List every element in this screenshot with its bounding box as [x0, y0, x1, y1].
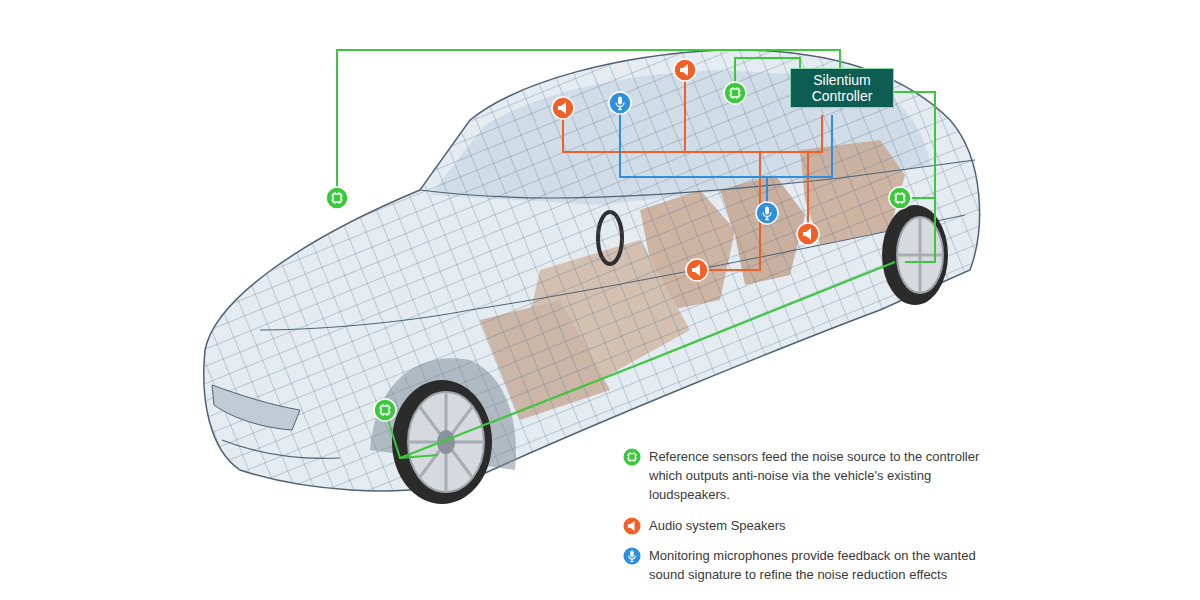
controller-box: Silentium Controller [790, 68, 894, 108]
legend: Reference sensors feed the noise source … [622, 437, 1022, 584]
legend-icon [622, 516, 642, 536]
legend-item: Monitoring microphones provide feedback … [622, 546, 1022, 584]
legend-text: Reference sensors feed the noise source … [649, 447, 1011, 504]
legend-text: Monitoring microphones provide feedback … [649, 546, 1011, 584]
legend-text: Audio system Speakers [649, 516, 1011, 535]
legend-item: Audio system Speakers [622, 516, 1022, 536]
box-label: Silentium Controller [799, 72, 885, 104]
legend-icon [622, 546, 642, 566]
legend-item: Reference sensors feed the noise source … [622, 447, 1022, 504]
legend-icon [622, 447, 642, 467]
